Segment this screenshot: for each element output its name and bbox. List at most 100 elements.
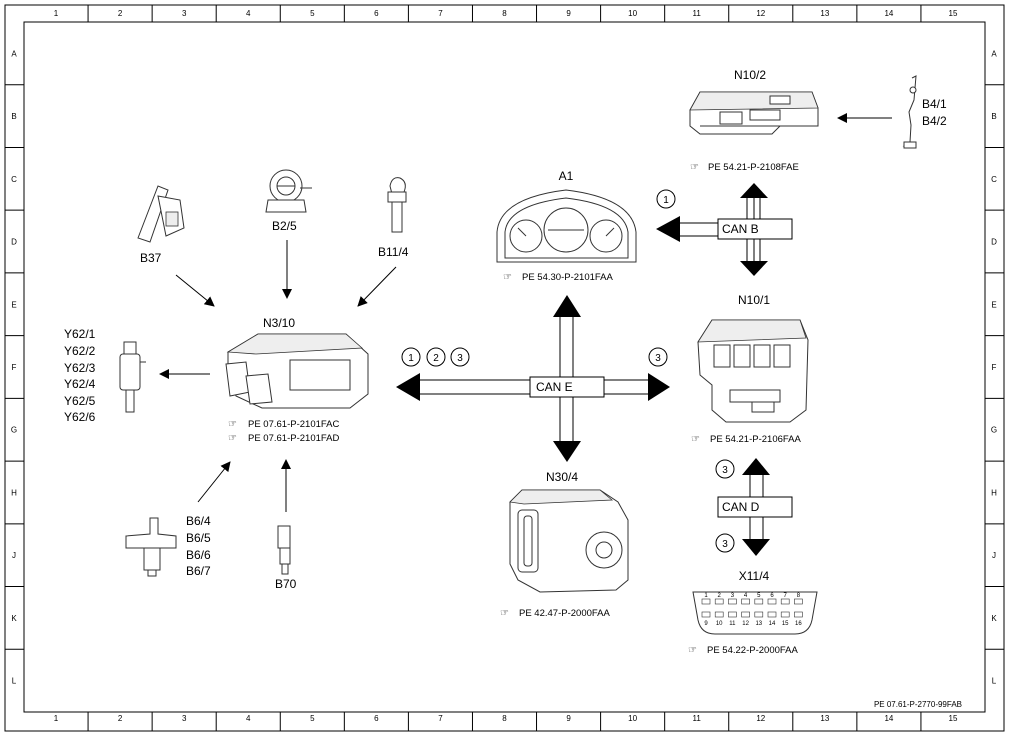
col-label-top-8: 8 [502, 9, 507, 18]
row-label-right-H: H [991, 488, 997, 497]
col-label-bottom-12: 12 [756, 714, 765, 723]
col-label-top-6: 6 [374, 9, 379, 18]
obd-pin-label: 5 [757, 593, 761, 599]
obd-pin-label: 8 [797, 593, 801, 599]
doc-ref-icon: ☞ [503, 272, 512, 283]
b4-2-label: B4/2 [922, 114, 947, 128]
obd-pin-socket [754, 598, 764, 605]
y62-6-label: Y62/6 [64, 410, 96, 424]
obd-pin-label: 13 [755, 621, 762, 627]
col-label-bottom-11: 11 [693, 714, 702, 723]
obd-pin-label: 15 [782, 621, 789, 627]
frame: 1122334455667788991010111112121313141415… [4, 4, 1005, 732]
b70-sensor: B70 [275, 459, 297, 591]
row-label-right-B: B [991, 112, 996, 121]
y62-2-label: Y62/2 [64, 344, 96, 358]
y62-5-label: Y62/5 [64, 394, 96, 408]
obd-pin-label: 16 [795, 621, 802, 627]
row-label-left-G: G [11, 426, 17, 435]
x11-4-ref: PE 54.22-P-2000FAA [707, 645, 798, 656]
b6-4-label: B6/4 [186, 514, 211, 528]
col-label-bottom-9: 9 [566, 714, 571, 723]
b70-label: B70 [275, 577, 297, 591]
obd-pin-socket [741, 598, 750, 605]
svg-text:☞: ☞ [690, 162, 699, 173]
b6-7-label: B6/7 [186, 564, 211, 578]
col-label-bottom-14: 14 [884, 714, 893, 723]
col-label-bottom-10: 10 [628, 714, 637, 723]
obd-pin-label: 14 [769, 621, 776, 627]
row-label-left-L: L [12, 677, 17, 686]
b11-4-label: B11/4 [378, 245, 409, 259]
a1-instrument-cluster: A1 ☞ PE 54.30-P-2101FAA [496, 169, 637, 283]
obd-pin-label: 11 [729, 621, 736, 627]
obd-pin-label: 9 [704, 621, 708, 627]
y62-1-label: Y62/1 [64, 327, 96, 341]
row-label-left-H: H [11, 488, 17, 497]
obd-pin-socket [780, 598, 790, 605]
col-label-bottom-3: 3 [182, 714, 187, 723]
col-label-top-9: 9 [566, 9, 571, 18]
row-label-right-L: L [992, 677, 997, 686]
doc-ref-icon: ☞ [500, 608, 509, 619]
n10-2-module: N10/2 ☞ PE 54.21-P-2108FAE [689, 68, 819, 173]
obd-pin-label: 4 [744, 593, 748, 599]
row-label-right-F: F [992, 363, 997, 372]
row-label-left-E: E [11, 300, 16, 309]
n10-1-ref: PE 54.21-P-2106FAA [710, 434, 801, 445]
obd-pin-label: 3 [731, 593, 735, 599]
obd-pin-socket [767, 611, 777, 618]
row-label-left-B: B [11, 112, 16, 121]
svg-text:☞: ☞ [228, 419, 237, 430]
col-label-bottom-8: 8 [502, 714, 507, 723]
col-label-top-1: 1 [54, 9, 59, 18]
col-label-top-4: 4 [246, 9, 251, 18]
b37-label: B37 [140, 251, 162, 265]
col-label-top-2: 2 [118, 9, 123, 18]
col-label-bottom-13: 13 [820, 714, 829, 723]
svg-text:☞: ☞ [503, 272, 512, 283]
row-label-left-J: J [12, 551, 16, 560]
obd-pin-socket [701, 598, 711, 605]
n3-10-ref-2: PE 07.61-P-2101FAD [248, 433, 339, 444]
can-e-label: CAN E [536, 380, 573, 394]
obd-pin-socket [728, 611, 737, 618]
svg-text:☞: ☞ [500, 608, 509, 619]
can-d-marker-bottom: 3 [722, 539, 728, 550]
b37-sensor: B37 [137, 185, 215, 307]
n10-1-label: N10/1 [738, 293, 770, 307]
b11-4-sensor: B11/4 [357, 177, 409, 307]
document-id: PE 07.61-P-2770-99FAB [874, 700, 962, 709]
doc-ref-icon: ☞ [691, 434, 700, 445]
obd-pin-socket [741, 611, 750, 618]
can-b-label: CAN B [722, 222, 759, 236]
y62-injectors: Y62/1 Y62/2 Y62/3 Y62/4 Y62/5 Y62/6 [64, 327, 210, 424]
row-label-right-D: D [991, 238, 997, 247]
col-label-top-12: 12 [756, 9, 765, 18]
n3-10-ref-1: PE 07.61-P-2101FAC [248, 419, 339, 430]
n10-2-label: N10/2 [734, 68, 766, 82]
obd-pin-socket [767, 598, 777, 605]
col-label-bottom-1: 1 [54, 714, 59, 723]
col-label-top-13: 13 [820, 9, 829, 18]
row-label-left-C: C [11, 175, 17, 184]
col-label-top-10: 10 [628, 9, 637, 18]
col-label-bottom-7: 7 [438, 714, 443, 723]
col-label-bottom-5: 5 [310, 714, 315, 723]
can-b-bus: CAN B 1 [656, 183, 793, 276]
row-label-left-K: K [11, 614, 17, 623]
obd-pin-socket [714, 598, 724, 605]
obd-pin-socket [754, 611, 764, 618]
n10-1-module: N10/1 ☞ PE 54.21-P-2106FAA [691, 293, 809, 445]
can-e-bus: CAN E 1 2 3 3 [396, 295, 670, 462]
obd-pin-socket [780, 611, 790, 618]
obd-pin-socket [714, 611, 724, 618]
doc-ref-icon: ☞ [228, 433, 237, 444]
obd-pin-label: 10 [716, 621, 723, 627]
col-label-top-7: 7 [438, 9, 443, 18]
row-label-right-J: J [992, 551, 996, 560]
row-label-right-E: E [991, 300, 996, 309]
can-e-marker-2: 2 [433, 353, 439, 364]
obd-pin-socket [728, 598, 737, 605]
b4-1-label: B4/1 [922, 97, 947, 111]
